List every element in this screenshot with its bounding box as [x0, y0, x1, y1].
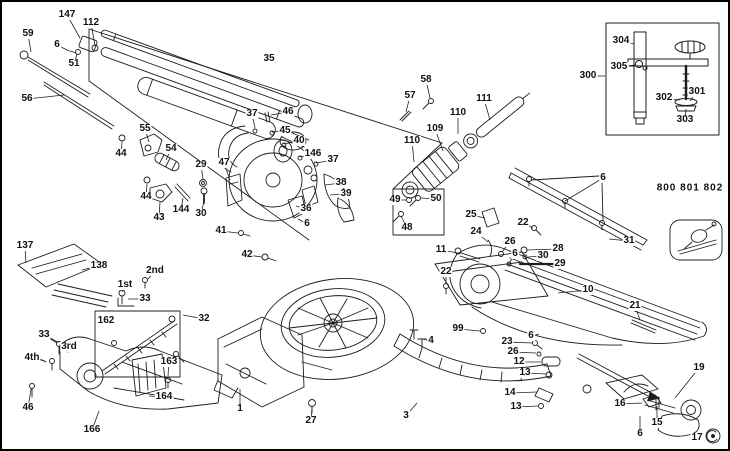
turntable-base: [213, 251, 552, 414]
slide-rails-assembly: [19, 29, 313, 163]
brand-logo: [705, 428, 721, 444]
spindle-assembly: [392, 92, 531, 223]
slide-arm-assembly: [443, 207, 707, 437]
tool-icon-box: [669, 219, 723, 261]
clamp-inset-box: [605, 22, 720, 136]
miter-saw-icon: [677, 221, 717, 255]
table-assembly: [17, 243, 223, 410]
doc-number: 800 801 802: [656, 182, 724, 194]
fence-assembly: [508, 167, 648, 251]
